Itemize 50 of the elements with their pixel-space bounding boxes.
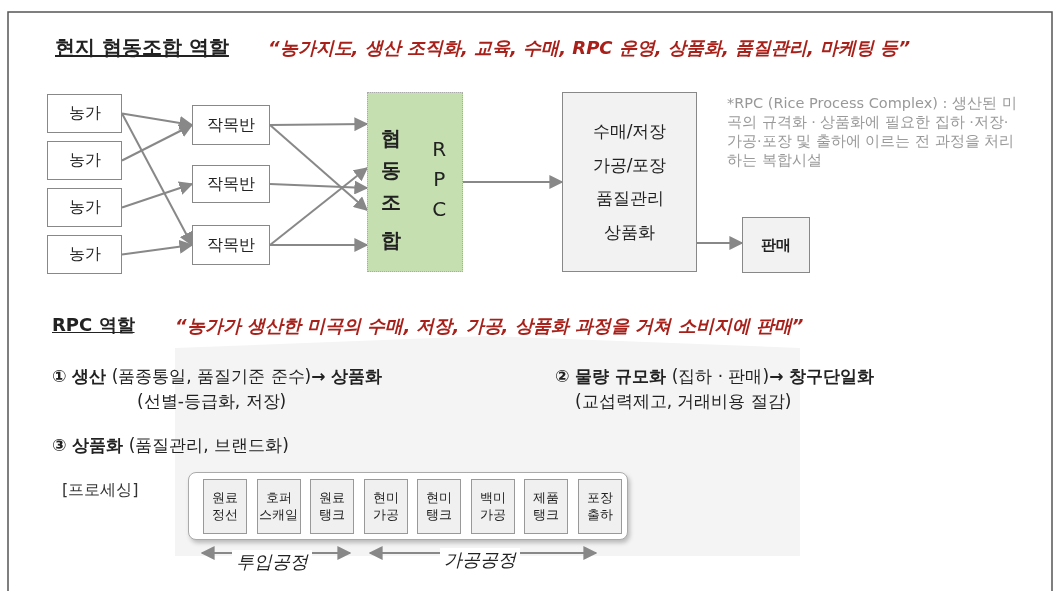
facility-label: RPC — [427, 137, 452, 227]
process-panel — [188, 472, 628, 540]
role-detail: (선별-등급화, 저장) — [137, 390, 287, 413]
arrow — [462, 175, 564, 189]
step-box: 포장 출하 — [577, 479, 622, 534]
role-text: ① 생산 (품종통일, 품질기준 준수)→ 상품화 — [52, 365, 383, 388]
process-box: 농가 — [47, 141, 122, 180]
arrow — [121, 181, 194, 209]
function-item: 상품화 — [604, 220, 655, 244]
process-box: 농가 — [47, 188, 122, 227]
process-box: 작목반 — [192, 165, 270, 203]
sales-box: 판매 — [742, 217, 810, 273]
step-box: 현미 탱크 — [417, 479, 461, 534]
arrow — [121, 239, 194, 256]
section-title: 현지 협동조합 역할 — [55, 34, 229, 61]
arrow — [269, 238, 369, 252]
step-box: 백미 가공 — [470, 479, 515, 534]
facility-name: 협동조합 — [378, 114, 405, 250]
arrow — [269, 117, 369, 132]
span-label: 가공공정 — [440, 548, 520, 572]
section-title: RPC 역할 — [52, 313, 135, 337]
step-box: 현미 가공 — [363, 479, 408, 534]
step-box: 원료 탱크 — [310, 479, 354, 534]
step-box: 제품 탱크 — [524, 479, 568, 534]
process-box: 농가 — [47, 235, 122, 274]
role-text: ② 물량 규모화 (집하 · 판매)→ 창구단일화 — [555, 365, 875, 388]
note-text: *RPC (Rice Process Complex) : 생산된 미곡의 규격화 · 상품화에 필요한 집하 ·저장·가공·포장 및 출하에 이르는 전 과정을 처리하는 복합시설 — [727, 94, 1017, 170]
process-box: 농가 — [47, 94, 122, 133]
quote-text: “농가가 생산한 미곡의 수매, 저장, 가공, 상품화 과정을 거쳐 소비지에 판매” — [175, 314, 804, 338]
arrow — [269, 124, 369, 211]
process-box: 작목반 — [192, 225, 270, 265]
function-item: 가공/포장 — [592, 153, 667, 177]
function-box — [562, 92, 697, 272]
function-item: 수매/저장 — [592, 120, 667, 144]
role-detail: (교섭력제고, 거래비용 절감) — [575, 390, 792, 413]
arrow — [121, 124, 194, 162]
arrow — [269, 180, 369, 195]
process-box: 작목반 — [192, 105, 270, 145]
arrow — [696, 236, 744, 250]
step-box: 호퍼 스캐일 — [256, 479, 301, 534]
function-item: 품질관리 — [595, 187, 664, 211]
role-text: ③ 상품화 (품질관리, 브랜드화) — [52, 434, 289, 457]
arrow — [121, 112, 194, 130]
arrow — [269, 167, 369, 246]
facility-box — [367, 92, 463, 272]
step-box: 원료 정선 — [203, 479, 247, 534]
arrow — [121, 112, 193, 247]
span-label: 투입공정 — [232, 550, 312, 574]
quote-text: “농가지도, 생산 조직화, 교육, 수매, RPC 운영, 상품화, 품질관리, 마케팅 등” — [268, 36, 910, 60]
section-label: [프로세싱] — [62, 480, 139, 501]
